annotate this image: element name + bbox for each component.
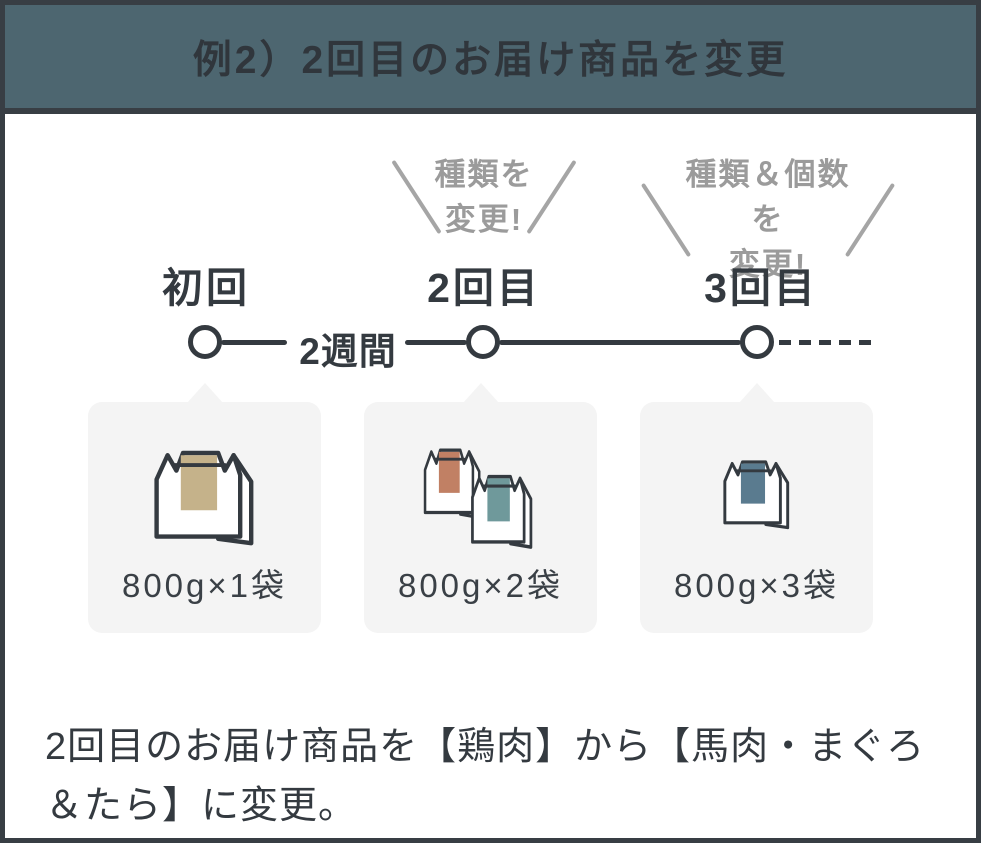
bag-label-panel: [486, 478, 510, 522]
product-icon-wrap: [364, 442, 597, 564]
timeline-node-third: [740, 325, 774, 359]
annotation-text: 種類を 変更!: [434, 157, 534, 237]
content-area: 種類を 変更! 種類＆個数を 変更! 初回 2回目 3回目 2週間: [5, 114, 976, 838]
timeline-segment: [405, 340, 467, 345]
product-bags-icon: [423, 448, 532, 549]
bag-label-panel: [740, 463, 765, 504]
card-pointer: [738, 383, 775, 403]
emphasis-slash-icon: [844, 182, 896, 257]
annotation-text: 種類＆個数を 変更!: [685, 157, 851, 282]
bag-label-panel: [180, 455, 217, 511]
delivery-card-third: 800g×3袋: [640, 383, 873, 633]
milestone-label-second: 2回目: [427, 265, 541, 311]
product-icon-wrap: [640, 454, 873, 534]
annotation-second-delivery: 種類を 変更!: [391, 152, 577, 242]
delivery-card-first: 800g×1袋: [88, 383, 321, 633]
page-title: 例2）2回目のお届け商品を変更: [192, 38, 789, 82]
card-pointer: [186, 383, 223, 403]
quantity-label: 800g×1袋: [121, 567, 288, 604]
product-bag-icon: [722, 460, 789, 530]
timeline-dashed-segment: [779, 340, 875, 345]
caption-text: 2回目のお届け商品を【鶏肉】から【馬肉・まぐろ＆たら】に変更。: [45, 726, 926, 827]
timeline-segment: [499, 340, 741, 345]
duration-label: 2週間: [299, 331, 397, 372]
timeline-node-second: [466, 325, 500, 359]
card-pointer: [462, 383, 499, 403]
milestone-label-first: 初回: [162, 265, 250, 311]
milestone-label-third: 3回目: [704, 265, 818, 311]
timeline-node-first: [188, 325, 222, 359]
product-bag-icon: [153, 450, 253, 546]
quantity-label: 800g×3袋: [673, 567, 840, 604]
header-banner: 例2）2回目のお届け商品を変更: [5, 5, 976, 114]
emphasis-slash-icon: [526, 159, 577, 235]
product-icon-wrap: [88, 442, 321, 552]
delivery-card-second: 800g×2袋: [364, 383, 597, 633]
quantity-label: 800g×2袋: [397, 567, 564, 604]
timeline-segment: [221, 340, 287, 345]
bag-label-panel: [438, 451, 460, 493]
annotation-third-delivery: 種類＆個数を 変更!: [640, 152, 896, 287]
